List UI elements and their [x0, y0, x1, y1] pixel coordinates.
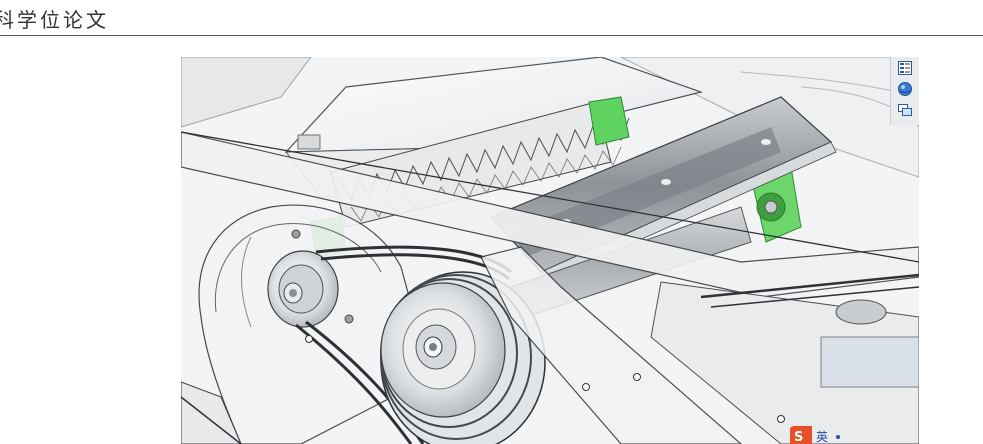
view-toolbar [890, 57, 919, 125]
bearing-mount-top [588, 96, 630, 146]
input-method-badge[interactable]: S 英 [788, 422, 848, 444]
svg-text:英: 英 [816, 430, 828, 444]
svg-text:S: S [794, 430, 803, 444]
large-pulley [380, 271, 546, 444]
cad-3d-viewport[interactable] [181, 57, 919, 444]
shredder-assembly-render [181, 57, 919, 444]
feature-tree-icon[interactable] [895, 59, 915, 77]
small-pulley [267, 250, 339, 328]
bearing-mount-right [750, 166, 802, 243]
display-style-icon[interactable] [895, 80, 915, 98]
thesis-header-title: 科学位论文 [0, 8, 109, 32]
header-divider [0, 35, 983, 36]
view-orientation-icon[interactable] [895, 101, 915, 119]
